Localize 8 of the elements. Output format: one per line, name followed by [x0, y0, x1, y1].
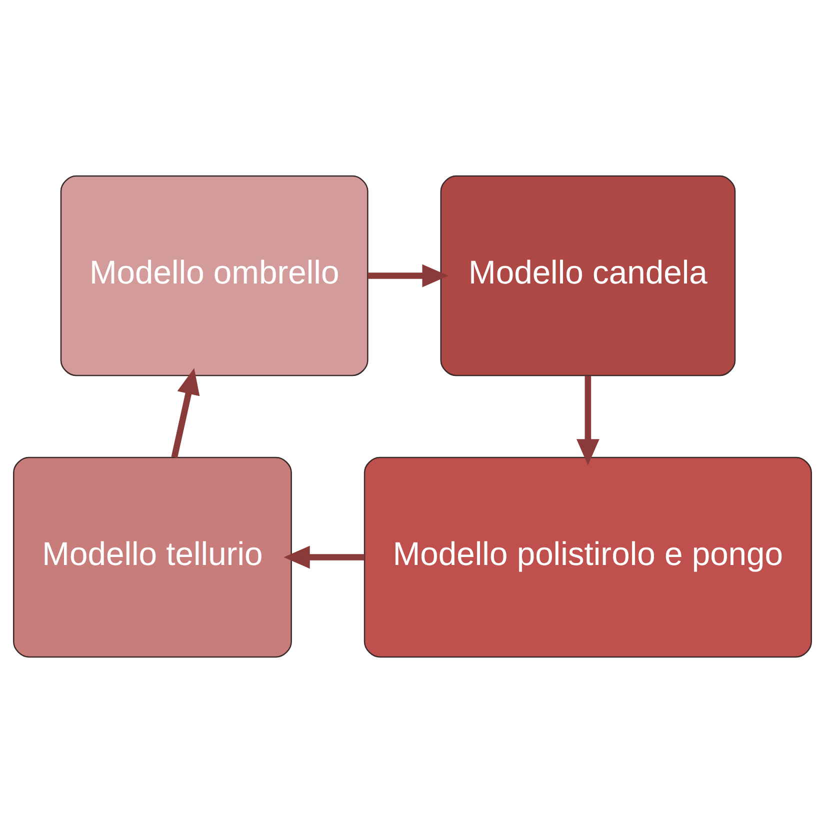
node-box: Modello tellurio: [13, 456, 292, 658]
node-box: Modello polistirolo e pongo: [364, 456, 812, 658]
arrow: [368, 264, 448, 287]
arrow: [284, 545, 364, 568]
node-box: Modello ombrello: [60, 174, 368, 376]
arrow: [171, 368, 200, 458]
arrow: [576, 375, 600, 465]
node-box: Modello candela: [440, 174, 736, 376]
